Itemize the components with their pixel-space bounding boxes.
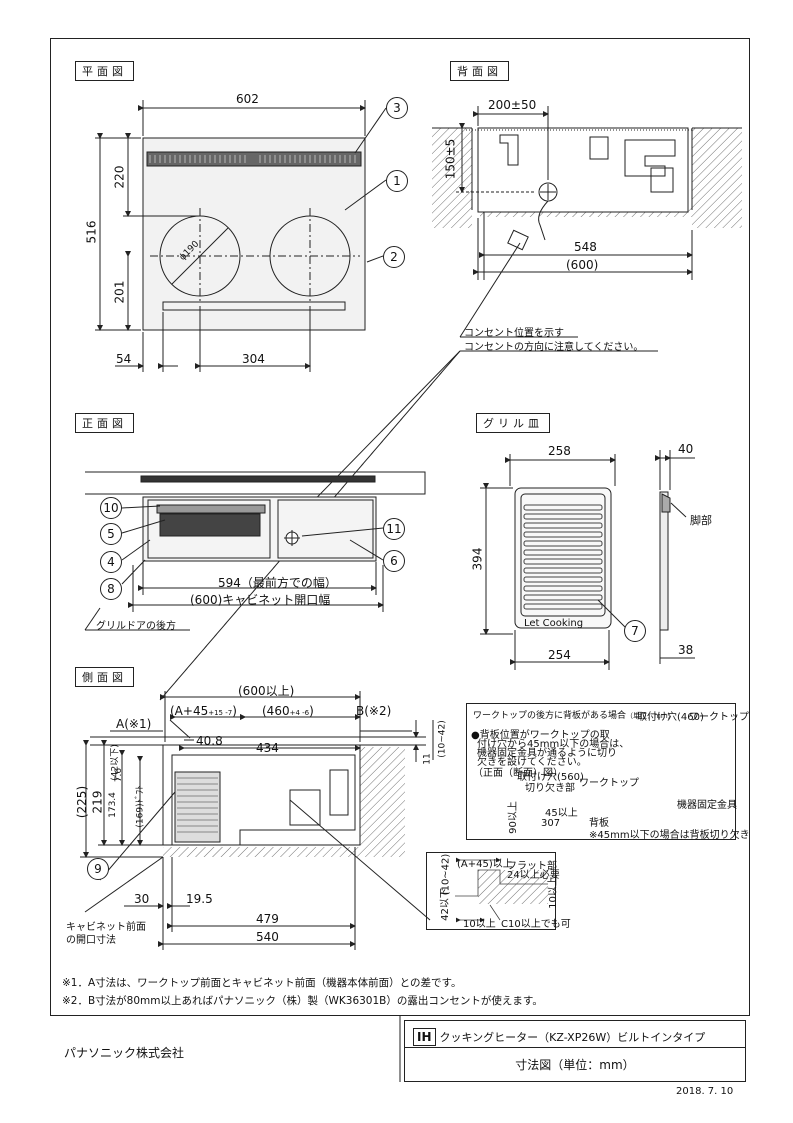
side-10-42-dim: (10~42) xyxy=(437,720,448,758)
inset-line-1: ●背板位置がワークトップの取 xyxy=(471,730,610,741)
grill-38-dim: 38 xyxy=(678,643,694,657)
grill-258-dim: 258 xyxy=(548,444,571,458)
grill-plate-drawing xyxy=(480,450,695,670)
side-view-drawing xyxy=(80,691,434,950)
plan-54-dim: 54 xyxy=(116,352,132,366)
cabinet-front-note: キャビネット前面 xyxy=(66,922,146,933)
drawing-date: 2018. 7. 10 xyxy=(676,1086,734,1097)
side-225-dim: (225) xyxy=(75,785,90,819)
front-view-label: 正面図 xyxy=(75,413,134,433)
callout-3: 3 xyxy=(386,97,408,119)
back-548-dim: 548 xyxy=(574,240,597,254)
inset-back-panel: ワークトップの後方に背板がある場合（単位：mm） ●背板位置がワークトップの取 … xyxy=(466,703,750,841)
back-view-label: 背面図 xyxy=(450,61,509,81)
side-view-label: 側面図 xyxy=(75,667,134,687)
inset-line-4: 欠きを設けてください。 xyxy=(477,757,587,768)
inset-line-5: （正面（断面）図） xyxy=(473,768,563,779)
callout-4: 4 xyxy=(100,551,122,573)
outlet-position-note: コンセント位置を示す xyxy=(464,328,564,339)
side-1734-dim: 173.4 xyxy=(107,792,118,818)
detail-a45: (A+45)以上 xyxy=(457,859,513,870)
callout-10: 10 xyxy=(100,497,122,519)
grill-door-rear-note: グリルドアの後方 xyxy=(96,621,176,632)
inset-90-label: 90以上 xyxy=(507,801,519,834)
callout-9: 9 xyxy=(87,858,109,880)
drawing-title: 寸法図（単位：mm） xyxy=(404,1048,746,1082)
callout-6: 6 xyxy=(383,550,405,572)
inset-307-label: 307 xyxy=(541,818,561,829)
inset-cut-label: 切り欠き部 xyxy=(525,783,575,794)
side-219-dim: 219 xyxy=(90,790,105,814)
back-view-drawing xyxy=(432,106,742,280)
back-200-dim: 200±50 xyxy=(488,98,537,112)
note-2: ※2．B寸法が80mm以上あればパナソニック（株）製（WK36301B）の露出コ… xyxy=(62,995,543,1007)
inset-bottom-lines xyxy=(455,857,548,923)
plan-view-label: 平面図 xyxy=(75,61,134,81)
grill-254-dim: 254 xyxy=(548,648,571,662)
detail-10up: 10以上 xyxy=(463,919,496,930)
callout-11: 11 xyxy=(383,518,405,540)
inset-back-label: 背板 xyxy=(589,818,609,829)
grill-foot-label: 脚部 xyxy=(690,514,712,527)
callout-2: 2 xyxy=(383,246,405,268)
side-b-mark: B(※2) xyxy=(356,704,392,718)
front-600-dim: (600)キャビネット開口幅 xyxy=(190,593,331,607)
side-76-dim: 7.6 xyxy=(114,767,125,783)
inset-worktop-label: ワークトップ xyxy=(579,778,639,789)
callout-7: 7 xyxy=(624,620,646,642)
detail-42below: 42以下 xyxy=(439,888,451,921)
detail-c10: C10以上でも可 xyxy=(501,919,571,930)
inset-hole460-label: 取付け穴(460) xyxy=(637,712,704,723)
inset-fixing-label: 機器固定金具 xyxy=(677,800,737,811)
side-169-dim: (169)ﾄﾞﾌﾄ xyxy=(135,785,146,828)
side-a45-dim: (A+45+15 -7) xyxy=(170,704,237,718)
plan-depth-dim: 516 xyxy=(84,220,99,244)
product-name: クッキングヒーター（KZ-XP26W）ビルトインタイプ xyxy=(439,1031,706,1044)
plan-view-drawing xyxy=(95,100,387,372)
drawing-frame xyxy=(50,38,750,1016)
side-30-dim: 30 xyxy=(134,892,150,906)
side-460-dim: (460+4 -6) xyxy=(262,704,314,718)
side-540-dim: 540 xyxy=(256,930,279,944)
callout-8: 8 xyxy=(100,578,122,600)
ih-mark: IH xyxy=(413,1028,436,1046)
side-11-dim: 11 xyxy=(422,753,433,765)
front-594-dim: 594（最前方での幅） xyxy=(218,576,337,590)
inset-worktop2-label: ワークトップ xyxy=(689,712,749,723)
inset-title: ワークトップの後方に背板がある場合（単位：mm） xyxy=(473,711,675,721)
inset-hole-label: 取付け穴(560) xyxy=(517,772,584,783)
cabinet-opening-note: の開口寸法 xyxy=(66,935,116,946)
detail-flat-1: フラット部 xyxy=(507,861,557,872)
grill-394-dim: 394 xyxy=(470,547,485,571)
front-view-drawing xyxy=(84,471,426,631)
grill-brand-label: Let Cooking xyxy=(524,618,584,629)
grill-40-dim: 40 xyxy=(678,442,694,456)
back-600-dim: (600) xyxy=(566,258,599,272)
inset-line-2: 付け穴から45mm以下の場合は、 xyxy=(477,739,630,750)
inset-45-label: 45以上 xyxy=(545,808,578,819)
inset-footer: ※45mm以下の場合は背板切り欠き xyxy=(589,830,750,841)
side-a-mark: A(※1) xyxy=(116,717,152,731)
company-name: パナソニック株式会社 xyxy=(64,1046,185,1060)
side-408-dim: 40.8 xyxy=(196,734,223,748)
plan-width-dim: 602 xyxy=(236,92,259,106)
callout-5: 5 xyxy=(100,523,122,545)
side-195-dim: 19.5 xyxy=(186,892,213,906)
detail-flat-2: 24以上必要 xyxy=(507,870,560,881)
grill-plate-label: グリル皿 xyxy=(476,413,550,433)
plan-201-dim: 201 xyxy=(112,280,127,304)
inset-line-3: 機器固定金具が通るように切り xyxy=(477,748,617,759)
plan-220-dim: 220 xyxy=(112,165,127,189)
callout-1: 1 xyxy=(386,170,408,192)
plan-304-dim: 304 xyxy=(242,352,265,366)
back-150-dim: 150±5 xyxy=(443,138,458,180)
side-434-dim: 434 xyxy=(256,741,279,755)
inset-worktop-detail: (A+45)以上 フラット部 24以上必要 (10~42) 42以下 10以上 … xyxy=(426,852,571,930)
detail-10up-right: 10以上 xyxy=(547,876,559,909)
side-479-dim: 479 xyxy=(256,912,279,926)
note-1: ※1．A寸法は、ワークトップ前面とキャビネット前面（機器本体前面）との差です。 xyxy=(62,977,462,989)
outlet-direction-note: コンセントの方向に注意してください。 xyxy=(464,342,644,353)
side-600up-dim: (600以上) xyxy=(238,684,295,698)
